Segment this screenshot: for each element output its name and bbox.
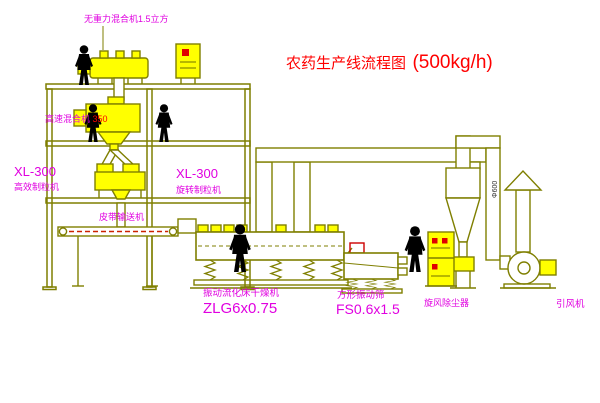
label-granulator-left-name: 高效制粒机 xyxy=(14,181,59,192)
diagram-title: 农药生产线流程图 (500kg/h) xyxy=(286,52,493,73)
dryer-feed-hopper xyxy=(177,218,197,234)
label-gravity-free-mixer: 无重力混合机1.5立方 xyxy=(84,13,169,24)
label-high-speed-mixer-name: 高速混合机 xyxy=(45,113,90,124)
label-screen-name: 方形振动筛 xyxy=(337,289,385,301)
label-high-speed-mixer: 高速混合机 350 xyxy=(45,113,108,124)
diagram-title-main: 农药生产线流程图 xyxy=(286,55,406,72)
belt-conveyor-machine xyxy=(57,226,179,287)
label-high-speed-mixer-model: 350 xyxy=(93,114,108,124)
cyclone-separator xyxy=(445,135,501,289)
induced-draft-fan xyxy=(500,169,557,289)
diagram-title-capacity: (500kg/h) xyxy=(412,52,492,73)
control-cabinet-right xyxy=(425,231,457,287)
label-granulator-mid-name: 旋转制粒机 xyxy=(176,184,221,195)
label-dryer-name: 振动流化床干燥机 xyxy=(203,287,280,299)
exhaust-duct xyxy=(255,147,487,233)
exhaust-down-pipe xyxy=(485,147,511,270)
label-pipe-diameter: Φ600 xyxy=(492,181,499,198)
fluid-bed-dryer-machine xyxy=(190,224,352,289)
label-induced-fan: 引风机 xyxy=(556,298,585,310)
worker-figure xyxy=(404,226,426,272)
label-belt-conveyor: 皮带输送机 xyxy=(99,211,144,222)
label-dryer-model: ZLG6x0.75 xyxy=(203,300,277,317)
label-screen-model: FS0.6x1.5 xyxy=(336,301,400,317)
vibrating-screen-machine xyxy=(341,242,408,294)
label-granulator-mid-model: XL-300 xyxy=(176,166,218,181)
worker-figure xyxy=(155,104,173,142)
label-cyclone-duster: 旋风除尘器 xyxy=(424,297,469,308)
control-cabinet-top xyxy=(175,43,201,84)
rotary-granulator xyxy=(94,163,146,228)
worker-figure xyxy=(75,45,93,85)
label-granulator-left-model: XL-300 xyxy=(14,164,56,179)
